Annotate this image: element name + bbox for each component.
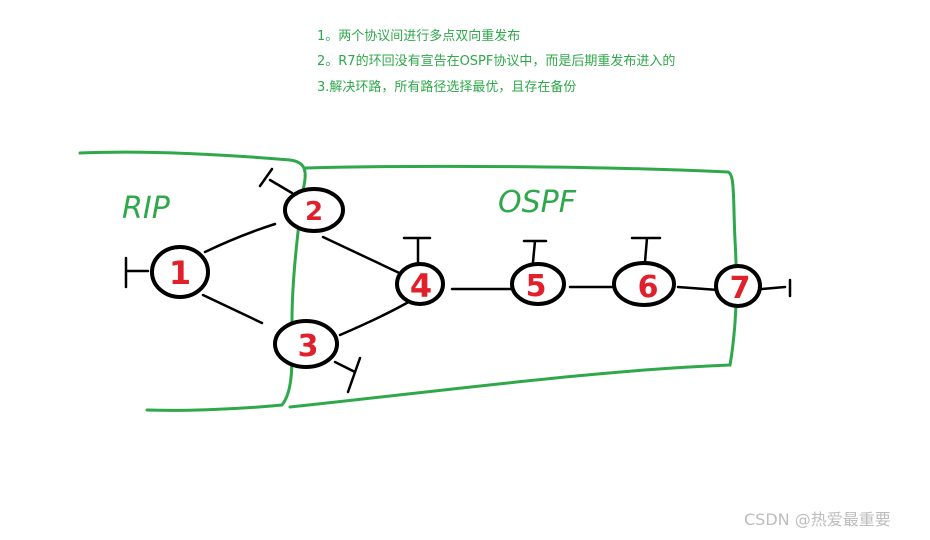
router-3-shape [273,319,339,369]
router-1: 1 [150,245,210,299]
router-7: 7 [714,264,762,308]
rip-zone-boundary [78,150,307,412]
router-3-label: 3 [298,329,319,364]
loopback-r6 [630,236,662,264]
links [201,222,720,337]
router-4: 4 [395,262,445,306]
router-5-label: 5 [526,269,547,304]
loopback-r3 [333,356,362,394]
loopback-r4 [402,236,432,264]
watermark: CSDN @热爱最重要 [744,510,891,529]
link-r1-r2 [203,222,277,254]
router-1-shape [150,245,210,299]
link-r3-r4 [338,298,414,337]
router-2-shape [283,187,345,233]
loopback-r1 [124,256,150,289]
loopbacks [124,167,792,394]
router-6-label: 6 [638,270,659,305]
ospf-zone-boundary [288,164,738,409]
router-1-label: 1 [169,254,191,292]
note-2: 2。R7的环回没有宣告在OSPF协议中，而是后期重发布进入的 [317,54,676,69]
loopback-r5 [522,239,548,264]
router-5-shape [510,262,566,306]
router-4-shape [395,262,445,306]
router-4-label: 4 [410,267,432,305]
link-r1-r3 [201,293,264,325]
note-3: 3.解决环路，所有路径选择最优，且存在备份 [317,80,577,95]
router-2-label: 2 [305,197,323,227]
router-6: 6 [612,261,676,307]
router-7-shape [714,264,762,308]
router-6-shape [612,261,676,307]
link-r2-r4 [321,235,412,280]
ospf-zone-label: OSPF [498,185,577,220]
link-r6-r7 [676,285,720,292]
router-2: 2 [283,187,345,233]
loopback-r7 [760,278,792,298]
router-5: 5 [510,262,566,306]
rip-zone-label: RIP [122,191,171,226]
note-1: 1。两个协议间进行多点双向重发布 [317,29,521,44]
router-7-label: 7 [730,271,751,306]
router-3: 3 [273,319,339,369]
loopback-r2 [258,167,294,195]
